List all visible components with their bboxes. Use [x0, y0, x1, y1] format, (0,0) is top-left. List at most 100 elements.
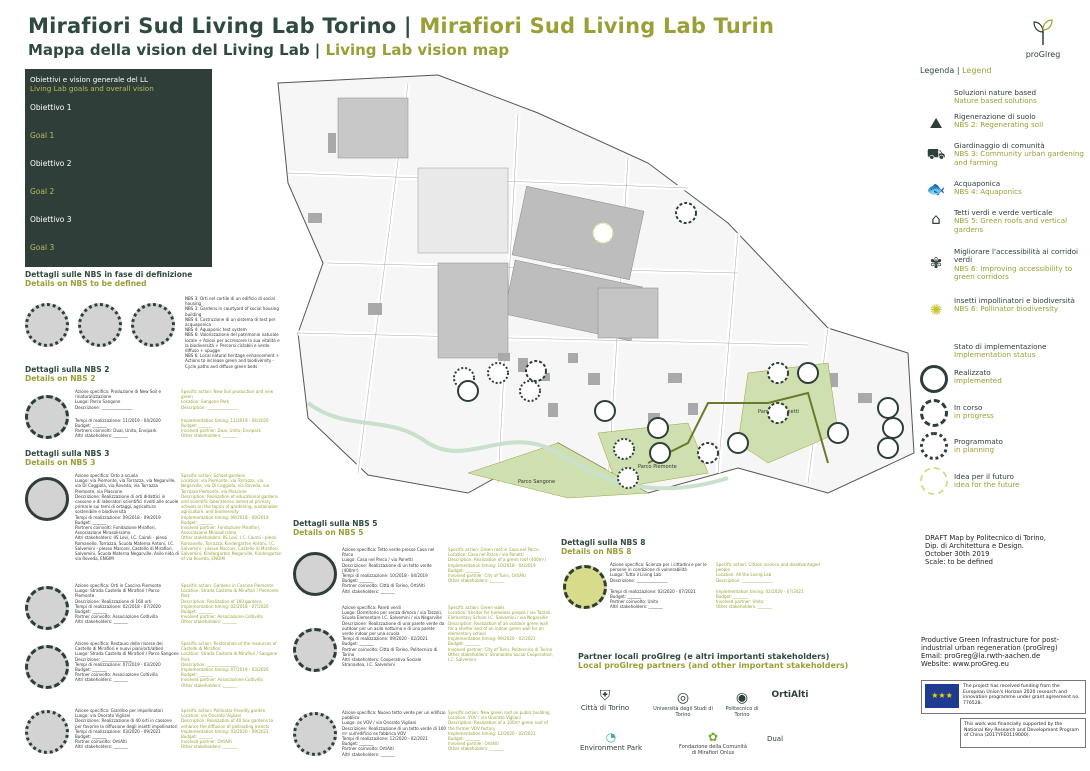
subtitle-italian: Mappa della vision del Living Lab |	[28, 41, 321, 59]
nbs3-line: Budget: _______	[75, 519, 107, 525]
nbs2-line: Azione specifica: Produzione di New Soil…	[75, 389, 162, 400]
marker-in-progress[interactable]	[767, 362, 789, 384]
nbs2-line: Location: Sangone Park	[181, 399, 230, 405]
legend-item-it: Giardinaggio di comunità	[954, 141, 1045, 150]
logo-dual: Dual	[766, 735, 784, 743]
nbs3-line: Tempi di realizzazione: 02/2018 - 07/202…	[75, 603, 161, 609]
nbs3-line: Budget: _______	[181, 672, 213, 678]
nbs3-line: Descrizione: _______________	[75, 656, 133, 662]
nbs2-title-en: Details on NBS 2	[25, 374, 96, 383]
marker-planned[interactable]	[487, 362, 509, 384]
nbs5-line: Budget: _______	[342, 741, 374, 747]
nbs-note: NBS 3: Gardens in courtyard of social ho…	[185, 306, 279, 317]
nbs3-item3-right: Specific action: Restoration of the reso…	[181, 641, 285, 688]
soil-icon: ⛰	[929, 114, 943, 132]
nbs5-title-it: Dettagli sulla NBS 5	[293, 519, 378, 528]
nbs3-line: Involved partner: Associazione Coltivill…	[181, 614, 263, 620]
nbs5-line: Implementation timing: 09/2020 - 02/2021	[448, 636, 536, 642]
marker-implemented[interactable]	[797, 362, 819, 384]
marker-planned[interactable]	[617, 467, 639, 489]
nbs3-line: Location: Strada Castello di Mirafiori /…	[181, 588, 279, 599]
nbs3-circle-1	[25, 477, 69, 521]
nbs5-line: Partner coinvolto: OrtiAlti	[342, 746, 394, 752]
nbs-markers	[453, 202, 904, 489]
marker-in-progress[interactable]	[697, 442, 719, 464]
nbs3-line: Location: via Piemonte, via Torrazza, vi…	[181, 478, 269, 494]
nbs3-line: Implementation timing: 03/2020 - 09/2021	[181, 728, 269, 734]
nbs8-line: Other stakeholders: _______	[716, 604, 773, 610]
nbs2-line: Budget: _______	[181, 423, 213, 429]
logo-unito: ◎Università degli Studi di Torino	[653, 690, 713, 718]
marker-implemented[interactable]	[877, 437, 899, 459]
nbs3-line: Involved partner: OrtiAlti	[181, 739, 232, 745]
nbs8-line: Azione specifica: Scienza per i cittadin…	[610, 562, 707, 573]
nbs5-line: Other stakeholders: Stranaidea Social Co…	[448, 651, 553, 663]
nbs3-line: Involved partner: Associazione Coltivill…	[181, 677, 263, 683]
marker-in-progress[interactable]	[767, 402, 789, 424]
nbs5-line: Location: VOV / via Onorato Vigliani	[448, 715, 521, 721]
marker-implemented[interactable]	[877, 397, 899, 419]
nbs5-item2-right: Specific action: Green walls Location: S…	[448, 605, 554, 662]
status-it: In corso	[954, 403, 983, 412]
marker-planned[interactable]	[613, 438, 635, 460]
legend-item-en: NBS 3: Community urban gardening and far…	[954, 149, 1084, 167]
draft-line: Dip. di Architettura e Design.	[925, 542, 1024, 550]
nbs3-title-it: Dettagli sulla NBS 3	[25, 449, 110, 458]
title-english: Mirafiori Sud Living Lab Turin	[419, 14, 775, 38]
nbs3-line: Luogo: via Onorato Vigliani	[75, 713, 131, 719]
nbs5-line: Altri stakeholders: _______	[342, 751, 395, 757]
nbs3-item1-left: Azione specifica: Orto a scuola Luogo: v…	[75, 473, 179, 561]
marker-implemented[interactable]	[727, 432, 749, 454]
marker-implemented[interactable]	[647, 417, 669, 439]
china-funding-text: This work was financially supported by t…	[964, 722, 1079, 739]
marker-implemented[interactable]	[827, 422, 849, 444]
goal-row: Goal 1	[30, 131, 55, 140]
nbs8-title-it: Dettagli sulla NBS 8	[561, 538, 646, 547]
nbs3-item2-right: Specific action: Gardens in Cascina Piem…	[181, 583, 285, 625]
bee-icon: ✺	[929, 301, 943, 319]
map-svg: Parco Colonnetti Parco Piemonte Parco Sa…	[277, 74, 915, 499]
legend-status-item: Realizzato implemented	[954, 368, 1086, 386]
nbs8-line: Implementation timing: 02/2020 - 07/2021	[716, 588, 804, 594]
marker-planned[interactable]	[519, 380, 541, 402]
legend-item: Rigenerazione di suolo NBS 2: Regenerati…	[954, 112, 1086, 130]
marker-implemented[interactable]	[457, 380, 479, 402]
nbs3-line: Descrizione: Realizzazione di 40 orti in…	[75, 718, 178, 729]
legend-item-it: Acquaponica	[954, 179, 1001, 188]
nbs-defining-circle-1	[25, 303, 69, 347]
marker-implemented[interactable]	[882, 417, 904, 439]
marker-in-progress[interactable]	[525, 360, 547, 382]
nbs-note: NBS 3: Orti nel cortile di un edificio d…	[185, 296, 275, 307]
nbs5-line: Implementation timing: 12/2020 - 02/2021	[448, 730, 536, 736]
nbs3-line: Altri stakeholders: _______	[75, 619, 128, 625]
nbs5-line: Location: Shelter for homeless people / …	[448, 610, 552, 621]
nbs8-right-text: Specific action: Citizen science and dis…	[716, 562, 820, 610]
status-implemented-circle	[920, 365, 948, 393]
draft-line: October 30th 2019	[925, 550, 990, 558]
nbs3-line: Location: Strada Castello di Mirafiori /…	[181, 651, 278, 662]
project-website[interactable]: Website: www.proGreg.eu	[921, 660, 1009, 668]
status-en: in planning	[954, 445, 995, 455]
nbs3-line: Implementation timing: 02/2018 - 07/2020	[181, 603, 269, 609]
project-email[interactable]: Email: proGreg@la.rwth-aachen.de	[921, 652, 1041, 660]
nbs-defining-heading: Dettagli sulle NBS in fase di definizion…	[25, 270, 192, 288]
park-sangone	[467, 442, 649, 499]
marker-implemented[interactable]	[649, 442, 671, 464]
legend-nbs-heading-en: Nature based solutions	[954, 96, 1037, 106]
nbs3-line: Luogo: via Piemonte, via Torrazza, via N…	[75, 478, 176, 494]
nbs-defining-title-it: Dettagli sulle NBS in fase di definizion…	[25, 270, 193, 279]
nbs3-line: Involved partner: Fondazione Mirafiori, …	[181, 525, 261, 536]
marker-implemented[interactable]	[594, 400, 616, 422]
nbs8-line: Description: _______________	[716, 577, 773, 583]
nbs2-line: Descrizione: _______________	[75, 404, 133, 410]
green-roof-icon: ⌂	[931, 210, 941, 228]
nbs-defining-circle-3	[131, 303, 175, 347]
marker-green-roof[interactable]	[675, 202, 697, 224]
marker-idea[interactable]	[592, 222, 614, 244]
legend-status-item: Programmato in planning	[954, 437, 1086, 455]
nbs5-line: Other stakeholders: _______	[448, 578, 505, 584]
legend-item-it: Insetti impollinatori e biodiversità	[954, 296, 1075, 305]
status-in-progress-circle	[920, 399, 948, 427]
nbs5-line: Descrizione: Realizzazione di una parete…	[342, 620, 445, 637]
nbs3-line: Altri stakeholders: _______	[75, 744, 128, 750]
